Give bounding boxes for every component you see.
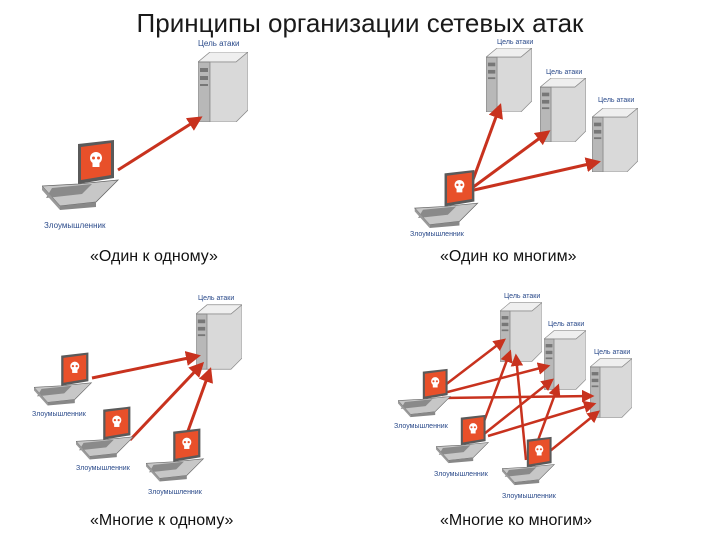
quadrant-many-to-one: Цель атаки Злоумышленник Злоумышленник З…	[32, 295, 242, 496]
server-icon	[196, 304, 242, 370]
target-label: Цель атаки	[198, 39, 239, 48]
attack-arrow	[483, 378, 554, 435]
caption-one-to-one: «Один к одному»	[90, 248, 218, 265]
target-label: Цель атаки	[548, 321, 584, 328]
attacker-label: Злоумышленник	[32, 411, 87, 418]
server-icon	[592, 108, 638, 172]
caption-many-to-many: «Многие ко многим»	[440, 512, 593, 529]
laptop-icon	[42, 140, 119, 210]
target-label: Цель атаки	[198, 295, 234, 302]
server-icon	[198, 52, 248, 122]
attack-arrow	[117, 116, 203, 172]
quadrant-one-to-many: Цель атаки Цель атаки Цель атаки Злоумыш…	[410, 39, 638, 238]
attack-arrow	[128, 361, 205, 442]
attacker-label: Злоумышленник	[394, 423, 449, 430]
quadrant-one-to-one: Цель атаки Злоумышленник	[42, 39, 248, 230]
laptop-icon	[34, 352, 92, 406]
attack-arrow	[471, 130, 551, 190]
target-label: Цель атаки	[594, 349, 630, 356]
attack-arrow	[468, 103, 503, 189]
attack-arrow	[487, 400, 597, 438]
target-label: Цель атаки	[504, 293, 540, 300]
quadrant-many-to-many: Цель атаки Цель атаки Цель атаки Злоумыш…	[394, 293, 632, 500]
page-title: Принципы организации сетевых атак	[136, 8, 584, 38]
attacker-label: Злоумышленник	[76, 465, 131, 472]
caption-one-to-many: «Один ко многим»	[440, 248, 577, 265]
server-icon	[500, 302, 542, 362]
caption-many-to-one: «Многие к одному»	[90, 512, 234, 529]
attacker-label: Злоумышленник	[148, 489, 203, 496]
server-icon	[486, 48, 532, 112]
laptop-icon	[502, 436, 555, 486]
attack-arrow	[91, 351, 201, 380]
attacker-label: Злоумышленник	[502, 493, 557, 500]
attack-arrow	[441, 389, 595, 403]
attacker-label: Злоумышленник	[44, 221, 106, 230]
attack-arrow	[510, 353, 528, 461]
attack-arrow	[473, 157, 601, 192]
laptop-icon	[398, 368, 451, 418]
target-label: Цель атаки	[598, 97, 634, 104]
laptop-icon	[414, 170, 479, 228]
target-label: Цель атаки	[497, 39, 533, 46]
attacker-label: Злоумышленник	[434, 471, 489, 478]
attacker-label: Злоумышленник	[410, 231, 465, 238]
server-icon	[590, 358, 632, 418]
attack-arrow	[439, 362, 551, 396]
target-label: Цель атаки	[546, 69, 582, 76]
laptop-icon	[146, 428, 204, 482]
